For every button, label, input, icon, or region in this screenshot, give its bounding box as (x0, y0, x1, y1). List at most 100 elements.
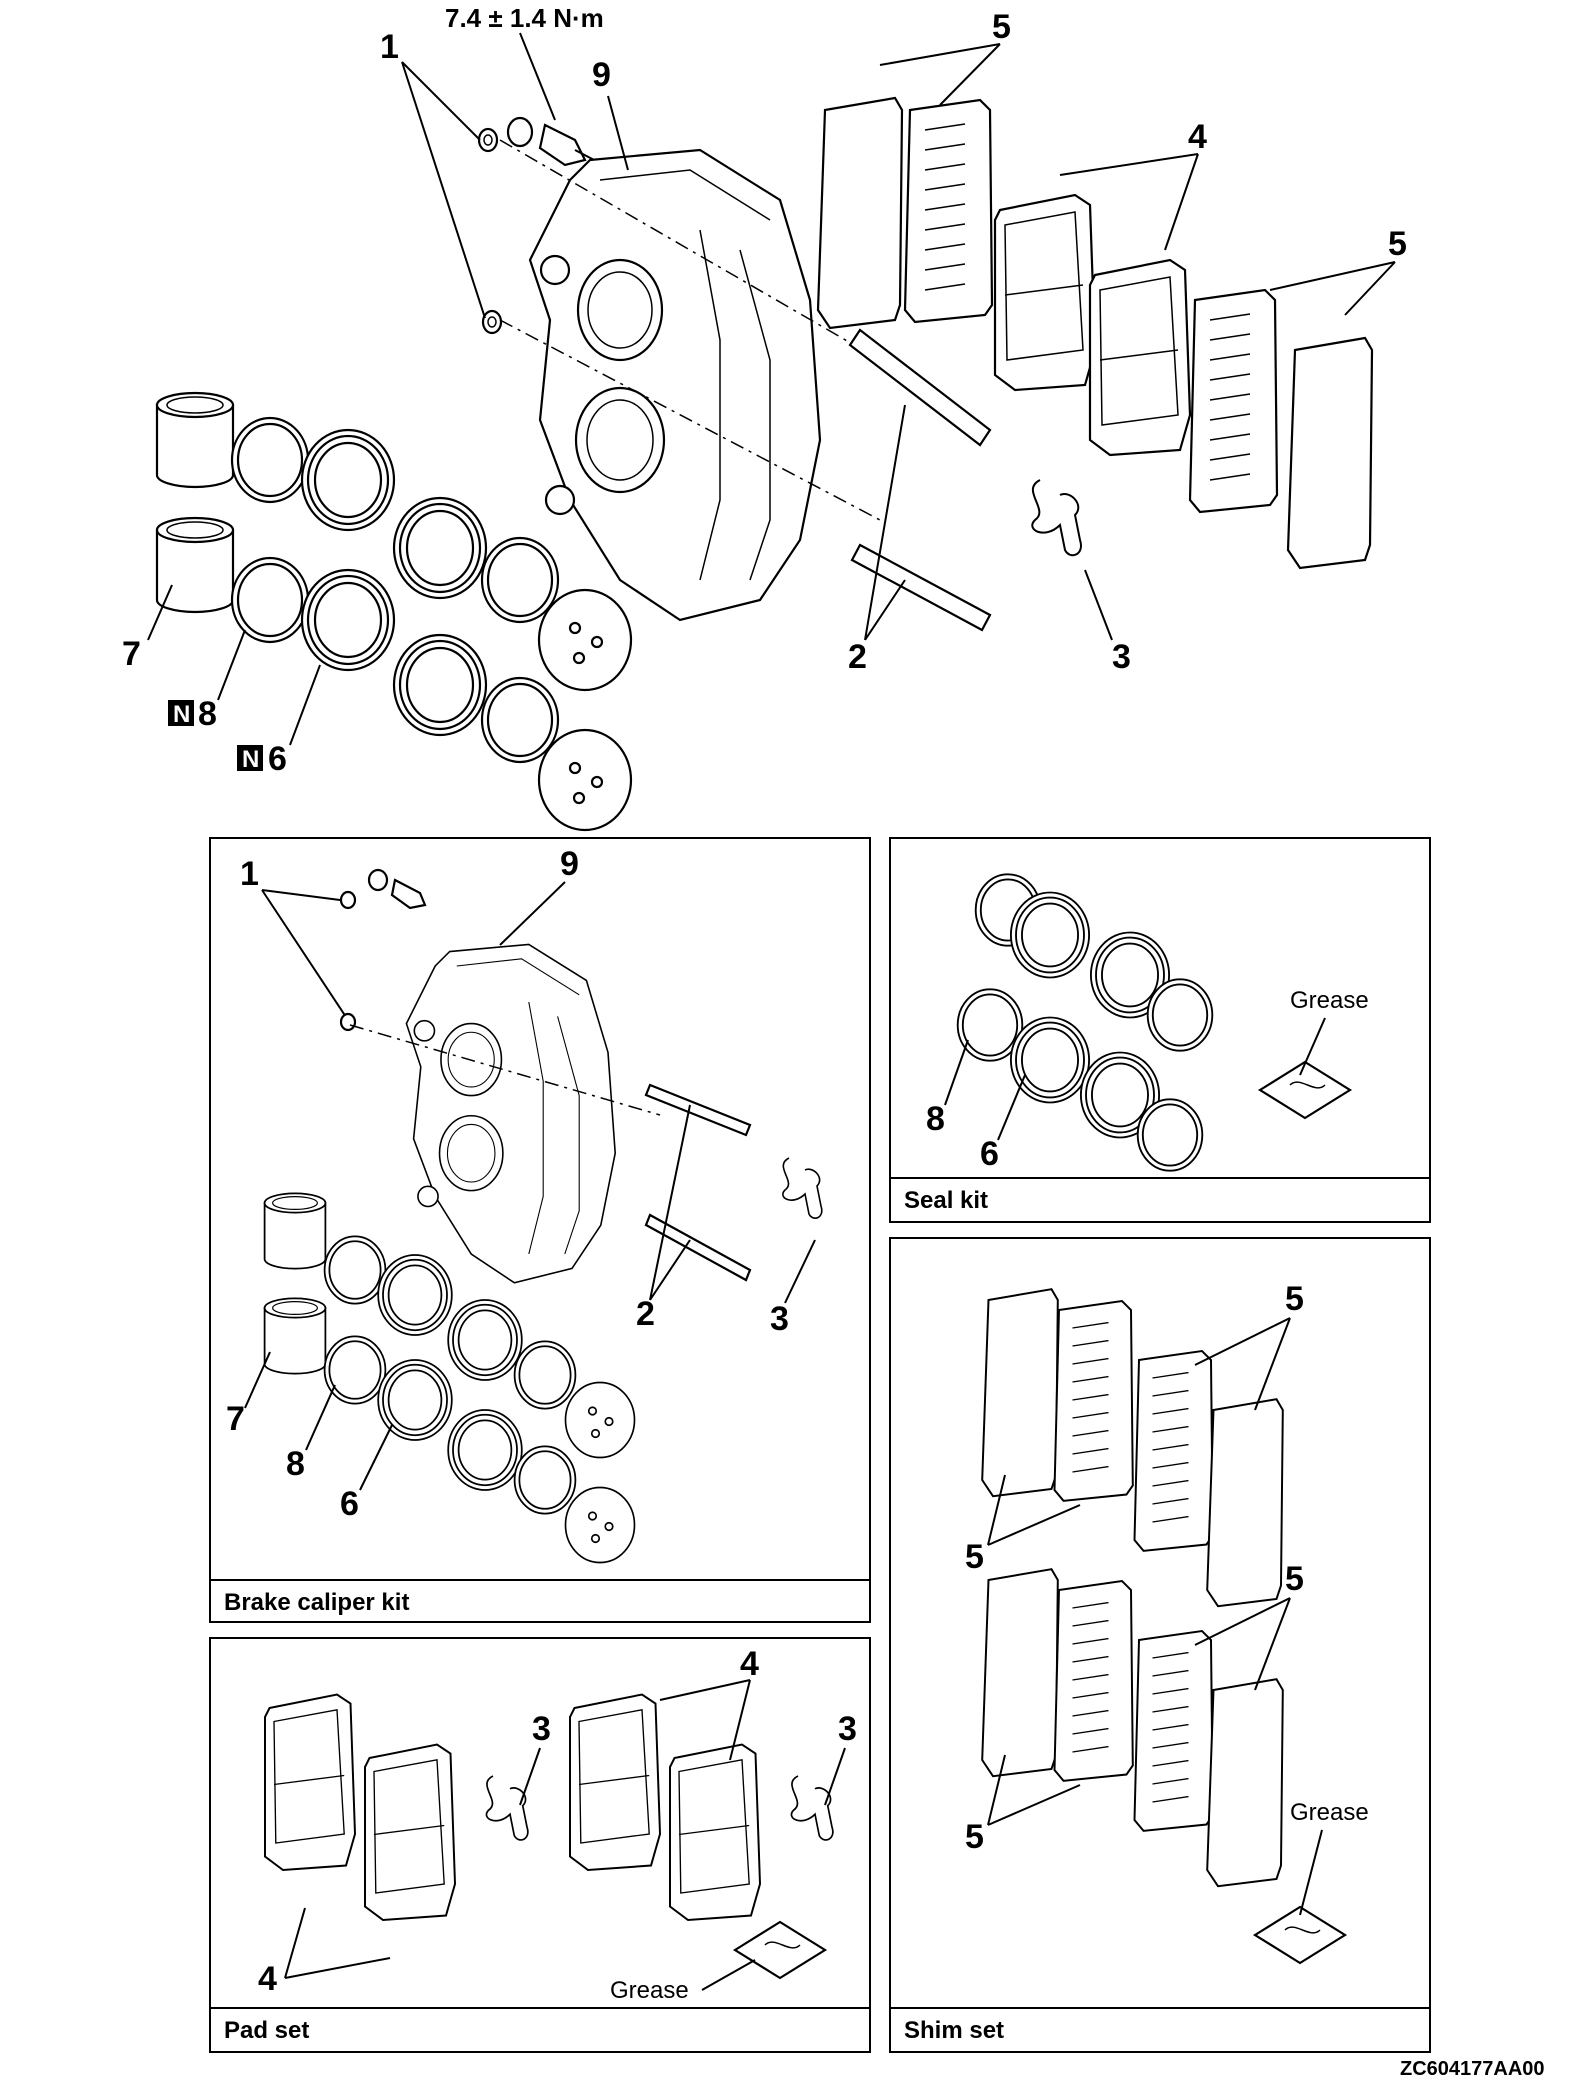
panel-pad-set: Pad set 3 4 4 3 Grease (209, 1637, 871, 2053)
label-1-main: 1 (380, 28, 399, 66)
piston-seal (392, 496, 488, 600)
brake-pad (993, 193, 1097, 392)
piston (155, 516, 235, 614)
figure-code: ZC604177AA00 (1400, 2058, 1545, 2080)
inner-shim-set (1053, 1580, 1134, 1782)
brake-pad-set (364, 1743, 456, 1921)
new-part-symbol-text: N (242, 746, 259, 773)
label-4-main: 4 (1188, 118, 1207, 156)
label-5-shim-top-right: 5 (1285, 1280, 1304, 1318)
label-8-seal-kit: 8 (926, 1100, 945, 1138)
boot-ring-seal-kit (1136, 1098, 1204, 1172)
label-3-kit: 3 (770, 1300, 789, 1338)
label-1-kit: 1 (240, 855, 259, 893)
grease-packet-seal-kit (1258, 1060, 1352, 1120)
label-5-shim-top-left: 5 (965, 1538, 984, 1576)
label-9-kit: 9 (560, 845, 579, 883)
label-9-main: 9 (592, 56, 611, 94)
label-3-main: 3 (1112, 638, 1131, 676)
outer-shim-set (981, 1288, 1059, 1498)
label-2-kit: 2 (636, 1295, 655, 1333)
piston-seal-kit (377, 1254, 453, 1336)
washer-top (477, 127, 499, 153)
outer-shim (816, 96, 904, 330)
boot-ring (480, 676, 560, 764)
label-3-pad-left: 3 (532, 1710, 551, 1748)
label-8-kit: 8 (286, 1445, 305, 1483)
label-4-pad-left: 4 (258, 1960, 277, 1998)
boot-ring (230, 416, 310, 504)
inner-shim (903, 98, 994, 324)
inner-shim-set (1053, 1300, 1134, 1502)
grease-label-pad-set: Grease (610, 1977, 689, 2004)
boot-ring-seal-kit (1146, 978, 1214, 1052)
piston-seal (392, 633, 488, 737)
piston-face (537, 588, 633, 692)
panel-seal-kit: Seal kit 8 6 Grease (889, 837, 1431, 1223)
outer-shim-set (981, 1568, 1059, 1778)
new-part-symbol (237, 745, 263, 771)
piston-seal-kit (447, 1409, 523, 1491)
label-5-shim-bottom-right: 5 (1285, 1560, 1304, 1598)
inner-shim (1188, 288, 1279, 514)
outer-shim-set (1206, 1678, 1284, 1888)
piston-kit (263, 1192, 327, 1270)
brake-pad-set (264, 1693, 356, 1871)
pad-clip-set (790, 1775, 834, 1841)
outer-shim (1286, 336, 1374, 570)
piston-seal-kit (447, 1299, 523, 1381)
label-6-main: 6 (268, 740, 287, 778)
pad-clip-kit (782, 1157, 823, 1219)
label-5-shim-bottom-left: 5 (965, 1818, 984, 1856)
piston-kit (263, 1297, 327, 1375)
washer-lower (481, 309, 503, 335)
brake-pad-set (569, 1693, 661, 1871)
label-7-kit: 7 (226, 1400, 245, 1438)
brake-caliper-body-kit (405, 943, 616, 1284)
pad-clip (1031, 479, 1083, 557)
brake-pad (1088, 258, 1192, 457)
boot-ring-kit (323, 1335, 387, 1405)
piston-seal (300, 428, 396, 532)
new-part-symbol (168, 700, 194, 726)
bleeder-screw-cap (506, 116, 599, 167)
label-4-pad-right: 4 (740, 1645, 759, 1683)
piston-face (537, 728, 633, 832)
label-7-main: 7 (122, 635, 141, 673)
label-3-pad-right: 3 (838, 1710, 857, 1748)
torque-spec: 7.4 ± 1.4 N·m (445, 3, 604, 33)
outer-shim-set (1206, 1398, 1284, 1608)
piston-seal (300, 568, 396, 672)
label-6-kit: 6 (340, 1485, 359, 1523)
brake-caliper-body (528, 148, 822, 622)
label-5-main-right: 5 (1388, 225, 1407, 263)
grease-label-seal-kit: Grease (1290, 987, 1369, 1014)
boot-ring-kit (513, 1340, 577, 1410)
panel-brake-caliper-kit: Brake caliper kit 1 9 2 3 7 8 6 (209, 837, 871, 1623)
label-2-main: 2 (848, 638, 867, 676)
grease-label-shim-set: Grease (1290, 1799, 1369, 1826)
boot-ring-kit (323, 1235, 387, 1305)
main-exploded-view: 7.4 ± 1.4 N·m 1 9 2 3 (122, 3, 1407, 832)
grease-packet-shim-set (1253, 1905, 1347, 1965)
piston-seal-seal-kit (1009, 1016, 1091, 1104)
piston (155, 391, 235, 489)
brake-pad-set (669, 1743, 761, 1921)
piston-face-kit (564, 1381, 636, 1459)
panel-title-shim-set: Shim set (904, 2017, 1004, 2044)
pad-clip-set (485, 1775, 529, 1841)
boot-ring (480, 536, 560, 624)
panel-title-pad-set: Pad set (224, 2017, 309, 2044)
guide-pins (848, 328, 992, 632)
inner-shim-set (1133, 1350, 1214, 1552)
piston-seal-kit (377, 1359, 453, 1441)
inner-shim-set (1133, 1630, 1214, 1832)
piston-face-kit (564, 1486, 636, 1564)
label-5-main-top: 5 (992, 8, 1011, 46)
boot-ring (230, 556, 310, 644)
panel-title-brake-caliper-kit: Brake caliper kit (224, 1589, 409, 1616)
label-8-main: 8 (198, 695, 217, 733)
label-6-seal-kit: 6 (980, 1135, 999, 1173)
boot-ring-kit (513, 1445, 577, 1515)
panel-shim-set: Shim set 5 5 5 5 Grease (889, 1237, 1431, 2053)
